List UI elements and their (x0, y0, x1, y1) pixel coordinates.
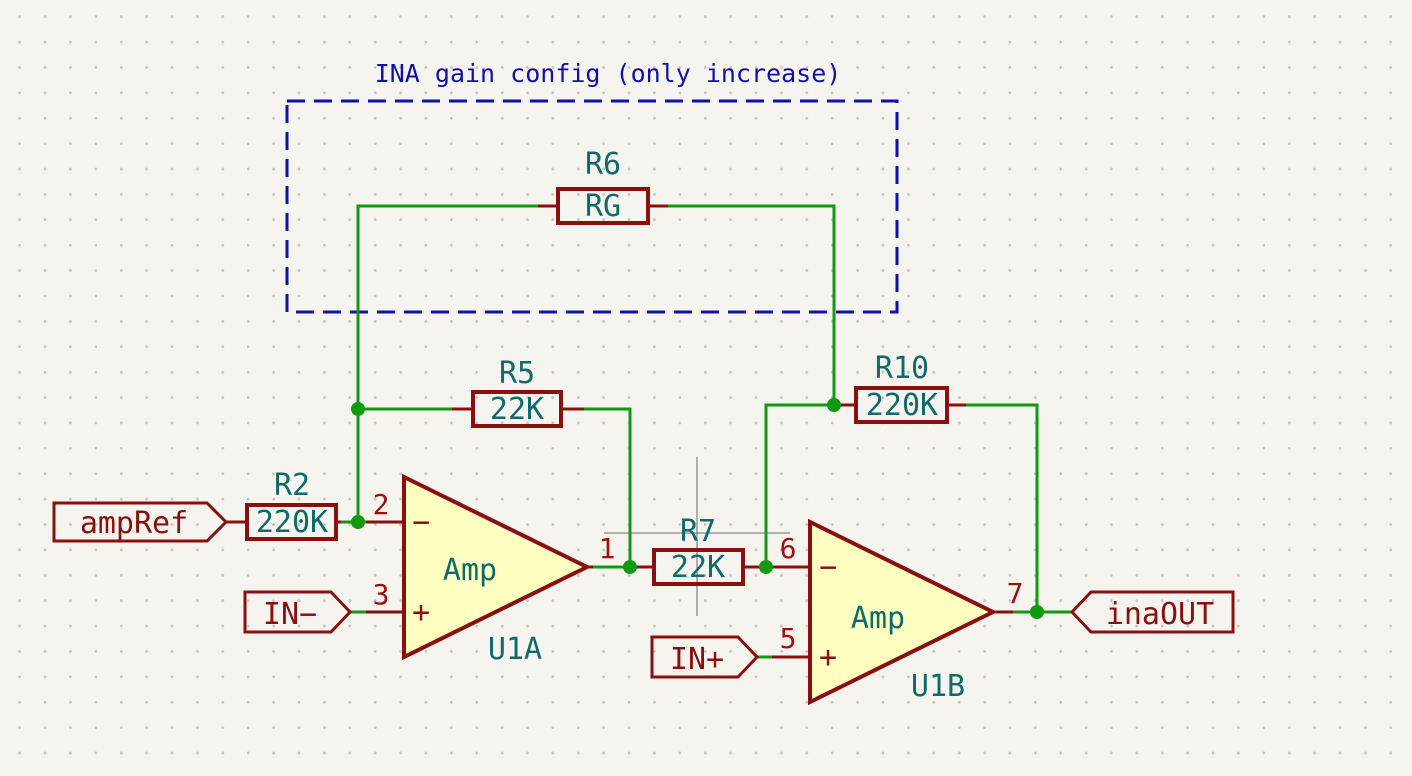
r6-value: RG (585, 189, 621, 224)
r7-value: 22K (671, 550, 725, 585)
r10-ref: R10 (875, 351, 929, 386)
u1b-pin-inv: 6 (780, 532, 797, 565)
junction-dot (351, 515, 365, 529)
ampref-label: ampRef (80, 506, 188, 541)
u1b-pin-noninv: 5 (780, 622, 797, 655)
r2-value: 220K (256, 505, 328, 540)
in-minus-label: IN− (263, 597, 317, 632)
u1b-inv-sign: − (819, 550, 837, 585)
r10-value: 220K (866, 388, 938, 423)
opamp-u1a[interactable]: − + Amp 2 3 1 U1A (366, 473, 616, 667)
u1a-name: Amp (443, 553, 497, 588)
resistor-r5[interactable]: R5 22K (452, 356, 584, 428)
r10-body (854, 386, 949, 424)
u1a-triangle (402, 473, 592, 661)
gain-config-box (285, 99, 899, 314)
inaout-label: inaOUT (1106, 597, 1214, 632)
port-ampref[interactable]: ampRef (52, 501, 229, 543)
junction-dot (351, 402, 365, 416)
u1a-pin-inv: 2 (373, 488, 390, 521)
u1a-inv-sign: − (412, 505, 430, 540)
ampref-port-shape (52, 501, 229, 543)
resistor-r2[interactable]: R2 220K (227, 468, 341, 541)
r2-ref: R2 (274, 468, 310, 503)
in-plus-port-shape (650, 635, 760, 679)
port-in-minus[interactable]: IN− (243, 590, 353, 634)
r6-ref: R6 (585, 147, 621, 182)
r7-ref: R7 (680, 514, 716, 549)
r6-body (556, 187, 650, 225)
u1b-pin-out: 7 (1007, 577, 1024, 610)
u1a-noninv-sign: + (412, 595, 430, 630)
r5-value: 22K (490, 392, 544, 427)
opamp-u1b[interactable]: − + Amp 6 5 7 U1B (766, 518, 1024, 706)
r5-ref: R5 (499, 356, 535, 391)
in-plus-label: IN+ (670, 642, 724, 677)
u1a-pin-out: 1 (599, 532, 616, 565)
u1b-noninv-sign: + (819, 640, 837, 675)
junctions (351, 398, 1044, 619)
junction-dot (1030, 605, 1044, 619)
u1a-pin-noninv: 3 (373, 578, 390, 611)
wire-r10-right (962, 403, 1039, 614)
wire-r10-left (764, 403, 840, 569)
gain-config-note: INA gain config (only increase) (375, 59, 842, 88)
resistor-r7[interactable]: R7 22K (604, 457, 790, 616)
u1b-ref: U1B (911, 669, 965, 704)
wire-rg-right (664, 204, 836, 407)
wire-r5-right (580, 407, 632, 569)
r5-body (471, 390, 563, 428)
port-inaout[interactable]: inaOUT (1069, 590, 1235, 634)
junction-dot (759, 560, 773, 574)
r2-body (245, 503, 338, 541)
u1b-triangle (808, 518, 998, 706)
wire-rg-left (356, 204, 542, 524)
resistor-r10[interactable]: R10 220K (836, 351, 966, 424)
in-minus-port-shape (243, 590, 353, 634)
resistor-r6[interactable]: R6 RG (538, 147, 668, 225)
inaout-port-shape (1069, 590, 1235, 634)
u1a-ref: U1A (488, 632, 542, 667)
r7-body (652, 548, 745, 586)
port-in-plus[interactable]: IN+ (650, 635, 760, 679)
junction-dot (623, 560, 637, 574)
u1b-name: Amp (851, 601, 905, 636)
junction-dot (827, 398, 841, 412)
